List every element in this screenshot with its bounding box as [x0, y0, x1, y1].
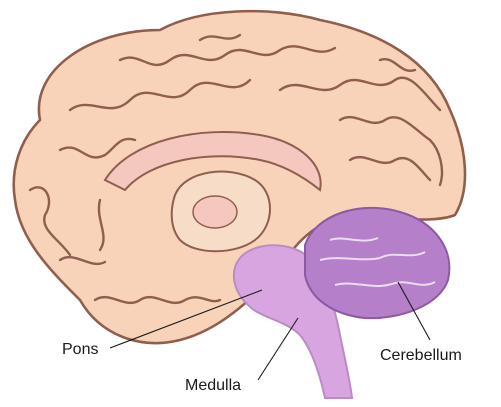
cerebellum-leader-line [397, 281, 431, 341]
corpus-callosum [103, 131, 322, 192]
cerebellum [304, 206, 451, 320]
pons-leader-line [109, 289, 263, 349]
medulla-leader-line [257, 317, 299, 381]
thalamus [170, 170, 271, 253]
medulla-label: Medulla [185, 377, 241, 394]
pons-label: Pons [62, 341, 98, 358]
cerebellum-label: Cerebellum [380, 347, 462, 364]
